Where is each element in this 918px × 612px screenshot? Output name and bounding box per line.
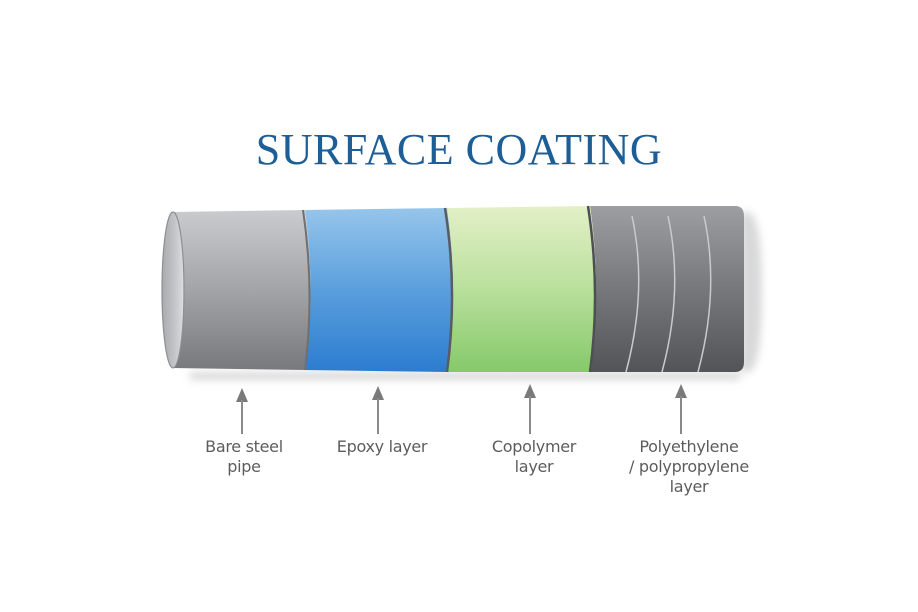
label-epoxy: Epoxy layer (336, 437, 428, 456)
label-bare-steel: Bare steel pipe (205, 437, 283, 476)
arrow-up-icon-epoxy (372, 386, 384, 400)
wrap-line-3 (697, 215, 712, 373)
arrow-shaft-epoxy (377, 398, 379, 434)
arrow-shaft-polyethylene (680, 396, 682, 434)
label-copolymer: Copolymer layer (491, 437, 577, 476)
arrow-shaft-bare-steel (241, 400, 243, 434)
arrow-up-icon-bare-steel (236, 388, 248, 402)
layer-copolymer (447, 205, 597, 373)
layer-epoxy (305, 207, 454, 373)
label-polyethylene: Polyethylene / polypropylene layer (629, 437, 749, 496)
arrow-shaft-copolymer (529, 396, 531, 434)
arrow-up-icon-polyethylene (675, 384, 687, 398)
wrap-line-1 (625, 215, 640, 373)
wrap-line-2 (661, 215, 676, 373)
layer-polyethylene (590, 206, 744, 373)
pipe-open-end (161, 211, 185, 369)
arrow-up-icon-copolymer (524, 384, 536, 398)
diagram-title: SURFACE COATING (255, 125, 663, 174)
layer-bare-steel (161, 209, 311, 371)
